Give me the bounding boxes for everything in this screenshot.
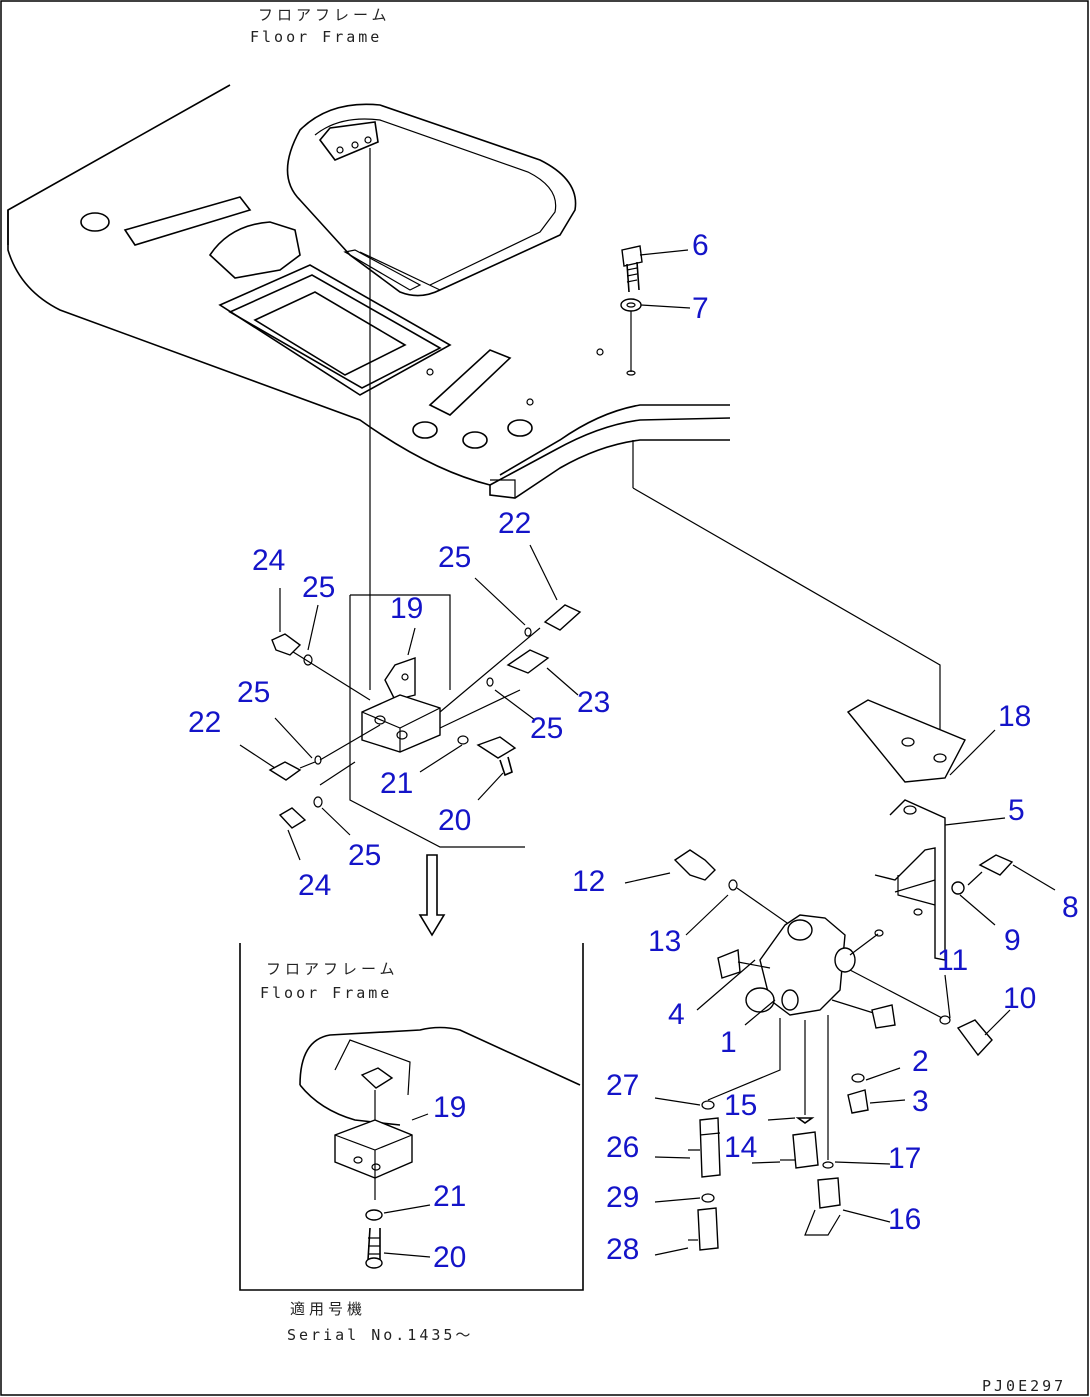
callouts: 6 7 22 25 24 25 19 23 25 25 22 21 20 25 …	[188, 229, 1079, 1274]
callout-28: 28	[606, 1233, 639, 1266]
callout-1: 1	[720, 1026, 737, 1059]
callout-25: 25	[237, 676, 270, 709]
callout-24: 24	[252, 544, 285, 577]
inset-floor-frame-jp-label: フロアフレーム	[266, 960, 399, 978]
serial-en-label: Serial No.1435〜	[287, 1326, 473, 1344]
callout-25: 25	[348, 839, 381, 872]
callout-25: 25	[530, 712, 563, 745]
floor-frame-jp-label: フロアフレーム	[258, 6, 391, 24]
washer-9	[951, 881, 965, 895]
bracket-5	[874, 799, 946, 961]
callout-10: 10	[1003, 982, 1036, 1015]
callout-19: 19	[433, 1091, 466, 1124]
plate-18	[846, 699, 966, 783]
serial-jp-label: 適用号機	[290, 1300, 366, 1318]
callout-20: 20	[433, 1241, 466, 1274]
inset-detail: フロアフレーム Floor Frame	[239, 943, 584, 1291]
bolt-8	[978, 854, 1014, 876]
inset-floor-frame-en-label: Floor Frame	[260, 984, 392, 1002]
callout-17: 17	[888, 1142, 921, 1175]
callout-3: 3	[912, 1085, 929, 1118]
floor-frame	[7, 84, 731, 499]
callout-12: 12	[572, 865, 605, 898]
arrow-down-icon	[418, 854, 446, 937]
leader-lines	[239, 249, 1056, 1258]
callout-15: 15	[724, 1089, 757, 1122]
callout-20: 20	[438, 804, 471, 837]
callout-7: 7	[692, 292, 709, 325]
drawing-code: PJ0E297	[982, 1377, 1066, 1395]
callout-9: 9	[1004, 924, 1021, 957]
callout-25: 25	[302, 571, 335, 604]
callout-29: 29	[606, 1181, 639, 1214]
callout-14: 14	[724, 1131, 757, 1164]
callout-2: 2	[912, 1045, 929, 1078]
switch-block-assembly	[268, 594, 582, 848]
callout-22: 22	[498, 507, 531, 540]
callout-21: 21	[433, 1180, 466, 1213]
callout-5: 5	[1008, 794, 1025, 827]
callout-16: 16	[888, 1203, 921, 1236]
valve-assembly	[673, 849, 993, 1251]
callout-18: 18	[998, 700, 1031, 733]
callout-4: 4	[668, 998, 685, 1031]
callout-19: 19	[390, 592, 423, 625]
callout-11: 11	[937, 944, 968, 977]
bolt-6-washer-7	[620, 245, 643, 376]
callout-6: 6	[692, 229, 709, 262]
callout-24: 24	[298, 869, 331, 902]
callout-26: 26	[606, 1131, 639, 1164]
callout-23: 23	[577, 686, 610, 719]
floor-frame-en-label: Floor Frame	[250, 28, 382, 46]
callout-21: 21	[380, 767, 413, 800]
callout-13: 13	[648, 925, 681, 958]
callout-25: 25	[438, 541, 471, 574]
callout-22: 22	[188, 706, 221, 739]
callout-27: 27	[606, 1069, 639, 1102]
callout-8: 8	[1062, 891, 1079, 924]
